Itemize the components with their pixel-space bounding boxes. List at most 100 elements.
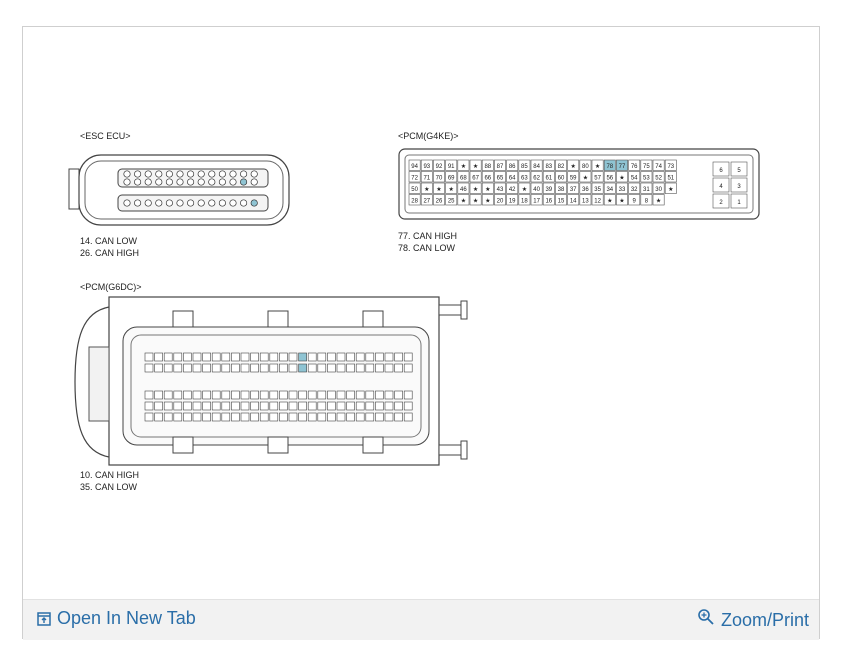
- g4ke-pin-cell: [591, 171, 604, 183]
- g4ke-pin-cell: [664, 182, 677, 194]
- esc-pin: [240, 170, 248, 178]
- g6dc-pin: [231, 363, 240, 373]
- g4ke-pin-cell: [481, 182, 494, 194]
- g4ke-pin-label: 40: [533, 187, 540, 193]
- g6dc-pin: [375, 363, 384, 373]
- esc-pin: [240, 178, 248, 186]
- esc-pin: [123, 178, 131, 186]
- g4ke-pin-label: 67: [472, 176, 479, 182]
- g6dc-pin: [183, 390, 192, 400]
- g4ke-pin-label: ★: [522, 186, 527, 193]
- g4ke-pin-cell: [445, 194, 458, 206]
- g6dc-pin: [269, 363, 279, 373]
- g4ke-pin-cell: [555, 194, 567, 206]
- g4ke-pin-label: 17: [533, 199, 540, 205]
- g4ke-pin-label: 62: [533, 176, 540, 182]
- g6dc-pin: [250, 412, 259, 422]
- g6dc-pin: [336, 412, 346, 422]
- g4ke-pin-label: 36: [582, 187, 589, 193]
- g6dc-pin: [346, 412, 355, 422]
- g6dc-pin: [221, 363, 231, 373]
- g4ke-pin-label: 74: [655, 164, 662, 170]
- g4ke-pin-label: 43: [497, 187, 504, 193]
- g6dc-pin: [346, 363, 355, 373]
- pcm-g4ke-note-1: 77. CAN HIGH: [398, 231, 457, 241]
- g6dc-pin: [173, 390, 183, 400]
- bottom-toolbar: Open In New Tab Zoom/Print: [23, 599, 819, 640]
- g4ke-pin-label: 84: [533, 164, 540, 170]
- esc-pin: [144, 170, 152, 178]
- g4ke-side-pin: [712, 161, 730, 177]
- g6dc-pin: [298, 401, 307, 411]
- g6dc-pin: [394, 363, 403, 373]
- esc-pin: [250, 170, 258, 178]
- pcm-g6dc-pin-grid: [144, 352, 413, 422]
- g4ke-pin-cell: [433, 194, 445, 206]
- g6dc-pin: [365, 401, 375, 411]
- g6dc-pin: [163, 390, 173, 400]
- g4ke-pin-cell: [628, 159, 641, 171]
- g6dc-pin: [346, 352, 355, 362]
- g4ke-side-pin: [712, 177, 730, 193]
- g4ke-side-pin: [712, 193, 730, 209]
- g4ke-pin-cell: [664, 159, 677, 171]
- esc-pin: [197, 170, 205, 178]
- esc-pin: [144, 199, 152, 207]
- g6dc-pin: [394, 352, 403, 362]
- g4ke-pin-label: 34: [606, 187, 613, 193]
- g4ke-pin-cell: [530, 171, 543, 183]
- g4ke-pin-label: 80: [582, 164, 589, 170]
- g6dc-pin: [183, 352, 192, 362]
- g4ke-pin-label: 83: [545, 164, 552, 170]
- pcm-g4ke-note-2: 78. CAN LOW: [398, 243, 456, 253]
- esc-pins-bottom: [123, 199, 258, 207]
- g4ke-pin-label: 57: [594, 176, 601, 182]
- g6dc-pin: [144, 363, 154, 373]
- g4ke-pin-label: 87: [497, 164, 504, 170]
- g6dc-pin: [163, 363, 173, 373]
- g6dc-pin: [211, 401, 221, 411]
- esc-pin: [218, 199, 226, 207]
- g4ke-pin-label: 31: [643, 187, 650, 193]
- esc-pin: [187, 199, 195, 207]
- g4ke-pin-cell: [652, 194, 665, 206]
- g6dc-pin: [211, 363, 221, 373]
- g6dc-pin: [173, 412, 183, 422]
- g6dc-pin: [307, 401, 317, 411]
- g4ke-side-pin-label: 5: [737, 168, 741, 174]
- g4ke-pin-label: ★: [461, 198, 466, 205]
- g4ke-pin-cell: [616, 182, 628, 194]
- g4ke-pin-cell: [420, 171, 433, 183]
- esc-pin: [240, 199, 248, 207]
- g4ke-pin-cell: [481, 171, 494, 183]
- esc-note-1: 14. CAN LOW: [80, 236, 138, 246]
- g6dc-pin: [327, 390, 336, 400]
- g6dc-pin: [202, 363, 211, 373]
- diagram-frame: <ESC ECU> 14. CAN LOW 26. CAN HIGH <PCM(…: [22, 26, 820, 640]
- g4ke-pin-cell: [579, 159, 592, 171]
- g4ke-pin-cell: [506, 194, 519, 206]
- esc-pin: [165, 199, 173, 207]
- g4ke-pin-label: ★: [607, 198, 612, 205]
- esc-pin: [229, 170, 237, 178]
- esc-pin: [155, 199, 163, 207]
- g4ke-pin-label: 85: [521, 164, 528, 170]
- g6dc-pin: [240, 352, 250, 362]
- g4ke-pin-label: 14: [570, 199, 577, 205]
- g4ke-pin-label: ★: [473, 186, 478, 193]
- g6dc-pin: [202, 352, 211, 362]
- g4ke-pin-cell: [433, 171, 445, 183]
- esc-pin: [134, 178, 142, 186]
- zoom-print-link[interactable]: Zoom/Print: [697, 608, 809, 632]
- esc-pin: [165, 170, 173, 178]
- g6dc-pin: [183, 401, 192, 411]
- open-new-tab-icon: [37, 611, 51, 626]
- g6dc-pin: [355, 412, 365, 422]
- esc-pin: [144, 178, 152, 186]
- pcm-g6dc-note-1: 10. CAN HIGH: [80, 470, 139, 480]
- g4ke-pin-label: 9: [633, 199, 637, 205]
- open-in-new-tab-link[interactable]: Open In New Tab: [37, 608, 196, 629]
- g6dc-pin: [336, 390, 346, 400]
